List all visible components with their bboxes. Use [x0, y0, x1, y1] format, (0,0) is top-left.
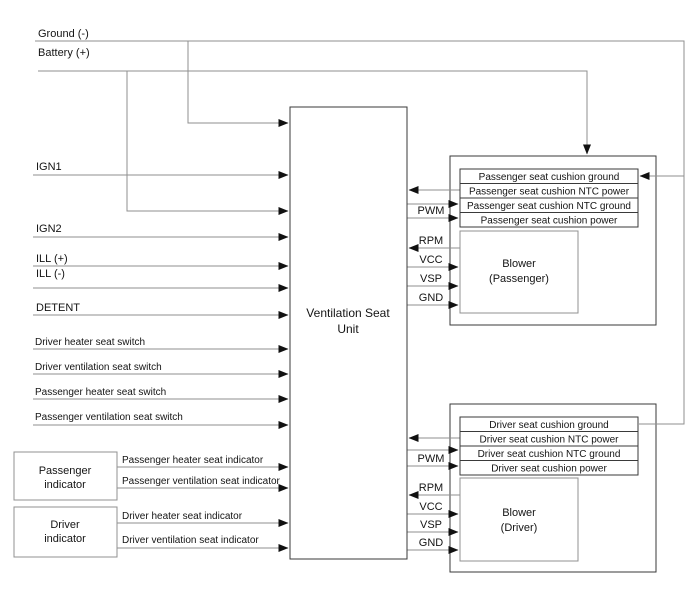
ill-minus-label: ILL (-) [36, 268, 65, 280]
unit-label-line1: Ventilation Seat [306, 306, 390, 320]
driver-rpm-label: RPM [419, 482, 443, 494]
passenger-row-power-label: Passenger seat cushion power [481, 216, 618, 227]
driver-gnd-label: GND [419, 537, 444, 549]
passenger-row-ntc-ground-label: Passenger seat cushion NTC ground [467, 201, 631, 212]
passenger-indicator-box [13, 451, 118, 501]
passenger-vcc-label: VCC [419, 254, 442, 266]
driver-indicator-box-label-2: indicator [44, 533, 86, 545]
driver-vsp-label: VSP [420, 519, 442, 531]
driver-indicator-box [13, 506, 118, 558]
driver-row-ntc-ground-label: Driver seat cushion NTC ground [478, 449, 621, 460]
driver-blower-box [459, 477, 579, 562]
driver-blower-label-2: (Driver) [501, 522, 538, 534]
passenger-heater-indicator-label: Passenger heater seat indicator [122, 455, 264, 466]
driver-blower-label-1: Blower [502, 507, 536, 519]
ign2-label: IGN2 [36, 223, 62, 235]
driver-vcc-label: VCC [419, 501, 442, 513]
driver-ventilation-indicator-label: Driver ventilation seat indicator [122, 535, 259, 546]
ground-label: Ground (-) [38, 28, 89, 40]
battery-to-unit-wire [126, 71, 289, 215]
passenger-pwm-label: PWM [418, 205, 445, 217]
passenger-heater-switch-label: Passenger heater seat switch [35, 387, 166, 398]
passenger-row-ntc-power-label: Passenger seat cushion NTC power [469, 187, 630, 198]
ground-to-unit-wire [187, 41, 289, 127]
ill-plus-label: ILL (+) [36, 253, 68, 265]
passenger-vsp-label: VSP [420, 273, 442, 285]
passenger-indicator-box-label-2: indicator [44, 479, 86, 491]
passenger-blower-box [459, 230, 579, 314]
detent-label: DETENT [36, 302, 80, 314]
driver-row-power [459, 460, 639, 476]
driver-row-ntc-power-label: Driver seat cushion NTC power [480, 435, 620, 446]
ign1-label: IGN1 [36, 161, 62, 173]
ventilation-seat-unit-box [289, 106, 408, 560]
passenger-blower-label-2: (Passenger) [489, 273, 549, 285]
driver-pwm-label: PWM [418, 453, 445, 465]
driver-heater-switch-label: Driver heater seat switch [35, 337, 145, 348]
passenger-gnd-label: GND [419, 292, 444, 304]
battery-wire [38, 70, 591, 155]
driver-row-power-label: Driver seat cushion power [491, 464, 607, 475]
driver-ventilation-switch-label: Driver ventilation seat switch [35, 362, 162, 373]
passenger-blower-label-1: Blower [502, 258, 536, 270]
passenger-indicator-box-label-1: Passenger [39, 465, 92, 477]
ground-wire [35, 40, 685, 425]
passenger-ventilation-indicator-label: Passenger ventilation seat indicator [122, 476, 281, 487]
passenger-ventilation-switch-label: Passenger ventilation seat switch [35, 412, 183, 423]
driver-heater-indicator-label: Driver heater seat indicator [122, 511, 243, 522]
passenger-rpm-label: RPM [419, 235, 443, 247]
passenger-row-ground-label: Passenger seat cushion ground [479, 172, 620, 183]
passenger-row-power [459, 212, 639, 228]
battery-label: Battery (+) [38, 47, 90, 59]
driver-indicator-box-label-1: Driver [50, 519, 80, 531]
unit-label-line2: Unit [337, 322, 359, 336]
driver-row-ground-label: Driver seat cushion ground [489, 420, 609, 431]
